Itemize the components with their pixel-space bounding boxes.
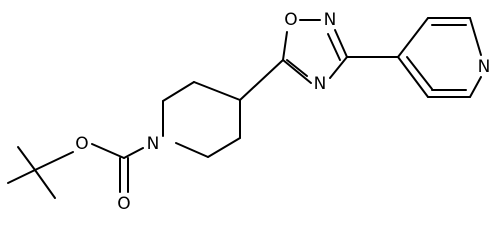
bond-oxd-n2-c3-b xyxy=(327,33,341,61)
bond-pyr-n1-c6 xyxy=(469,76,482,98)
bond-tbu-methyl-left xyxy=(7,169,36,184)
carbamate-group xyxy=(91,143,144,193)
bond-ester-oxygen-carbonyl-carbon xyxy=(91,143,125,159)
pyridine-ring xyxy=(397,17,482,98)
atom-label-carbonyl-oxygen: O xyxy=(117,194,130,214)
bond-oxd-n2-c3-a xyxy=(334,29,348,58)
bond-pyr-c4-c3 xyxy=(397,17,429,58)
molecule-diagram: O N N N N O O xyxy=(7,10,491,214)
bond-oxd-c3-n4 xyxy=(329,56,348,79)
bond-tbu-methyl-bottom xyxy=(34,169,56,199)
bond-pip-c3-c4 xyxy=(193,81,241,101)
oxadiazole-ring xyxy=(282,19,399,84)
atom-label-oxadiazole-oxygen: O xyxy=(284,10,297,30)
bond-tbu-ester-oxygen xyxy=(34,151,74,171)
bond-oxd-n4-c5-b xyxy=(286,59,308,77)
bond-pip-c4-oxadiazole xyxy=(239,59,284,101)
tert-butyl-group xyxy=(7,146,74,199)
atom-label-piperidine-nitrogen: N xyxy=(147,134,160,154)
piperidine-ring xyxy=(162,59,284,158)
bond-tbu-methyl-top xyxy=(17,146,36,171)
bond-pip-c5-c6 xyxy=(207,137,241,158)
atom-label-oxadiazole-nitrogen-bottom: N xyxy=(314,74,327,94)
atom-label-pyridine-nitrogen: N xyxy=(478,57,491,77)
bond-pip-c2-c3 xyxy=(162,81,195,102)
bond-oxd-n4-c5-a xyxy=(282,59,312,84)
atom-label-oxadiazole-nitrogen-top: N xyxy=(324,10,337,30)
bond-pip-c6-n xyxy=(175,142,209,158)
bond-carbonyl-carbon-nitrogen xyxy=(123,147,144,159)
atom-label-ester-oxygen: O xyxy=(75,134,88,154)
bond-pyr-c2-n1 xyxy=(469,17,482,56)
bond-pyr-c5-c4 xyxy=(397,56,429,98)
bond-oxd-c5-o1 xyxy=(282,31,288,61)
bond-pyr-c5-c4-inner xyxy=(406,56,433,90)
